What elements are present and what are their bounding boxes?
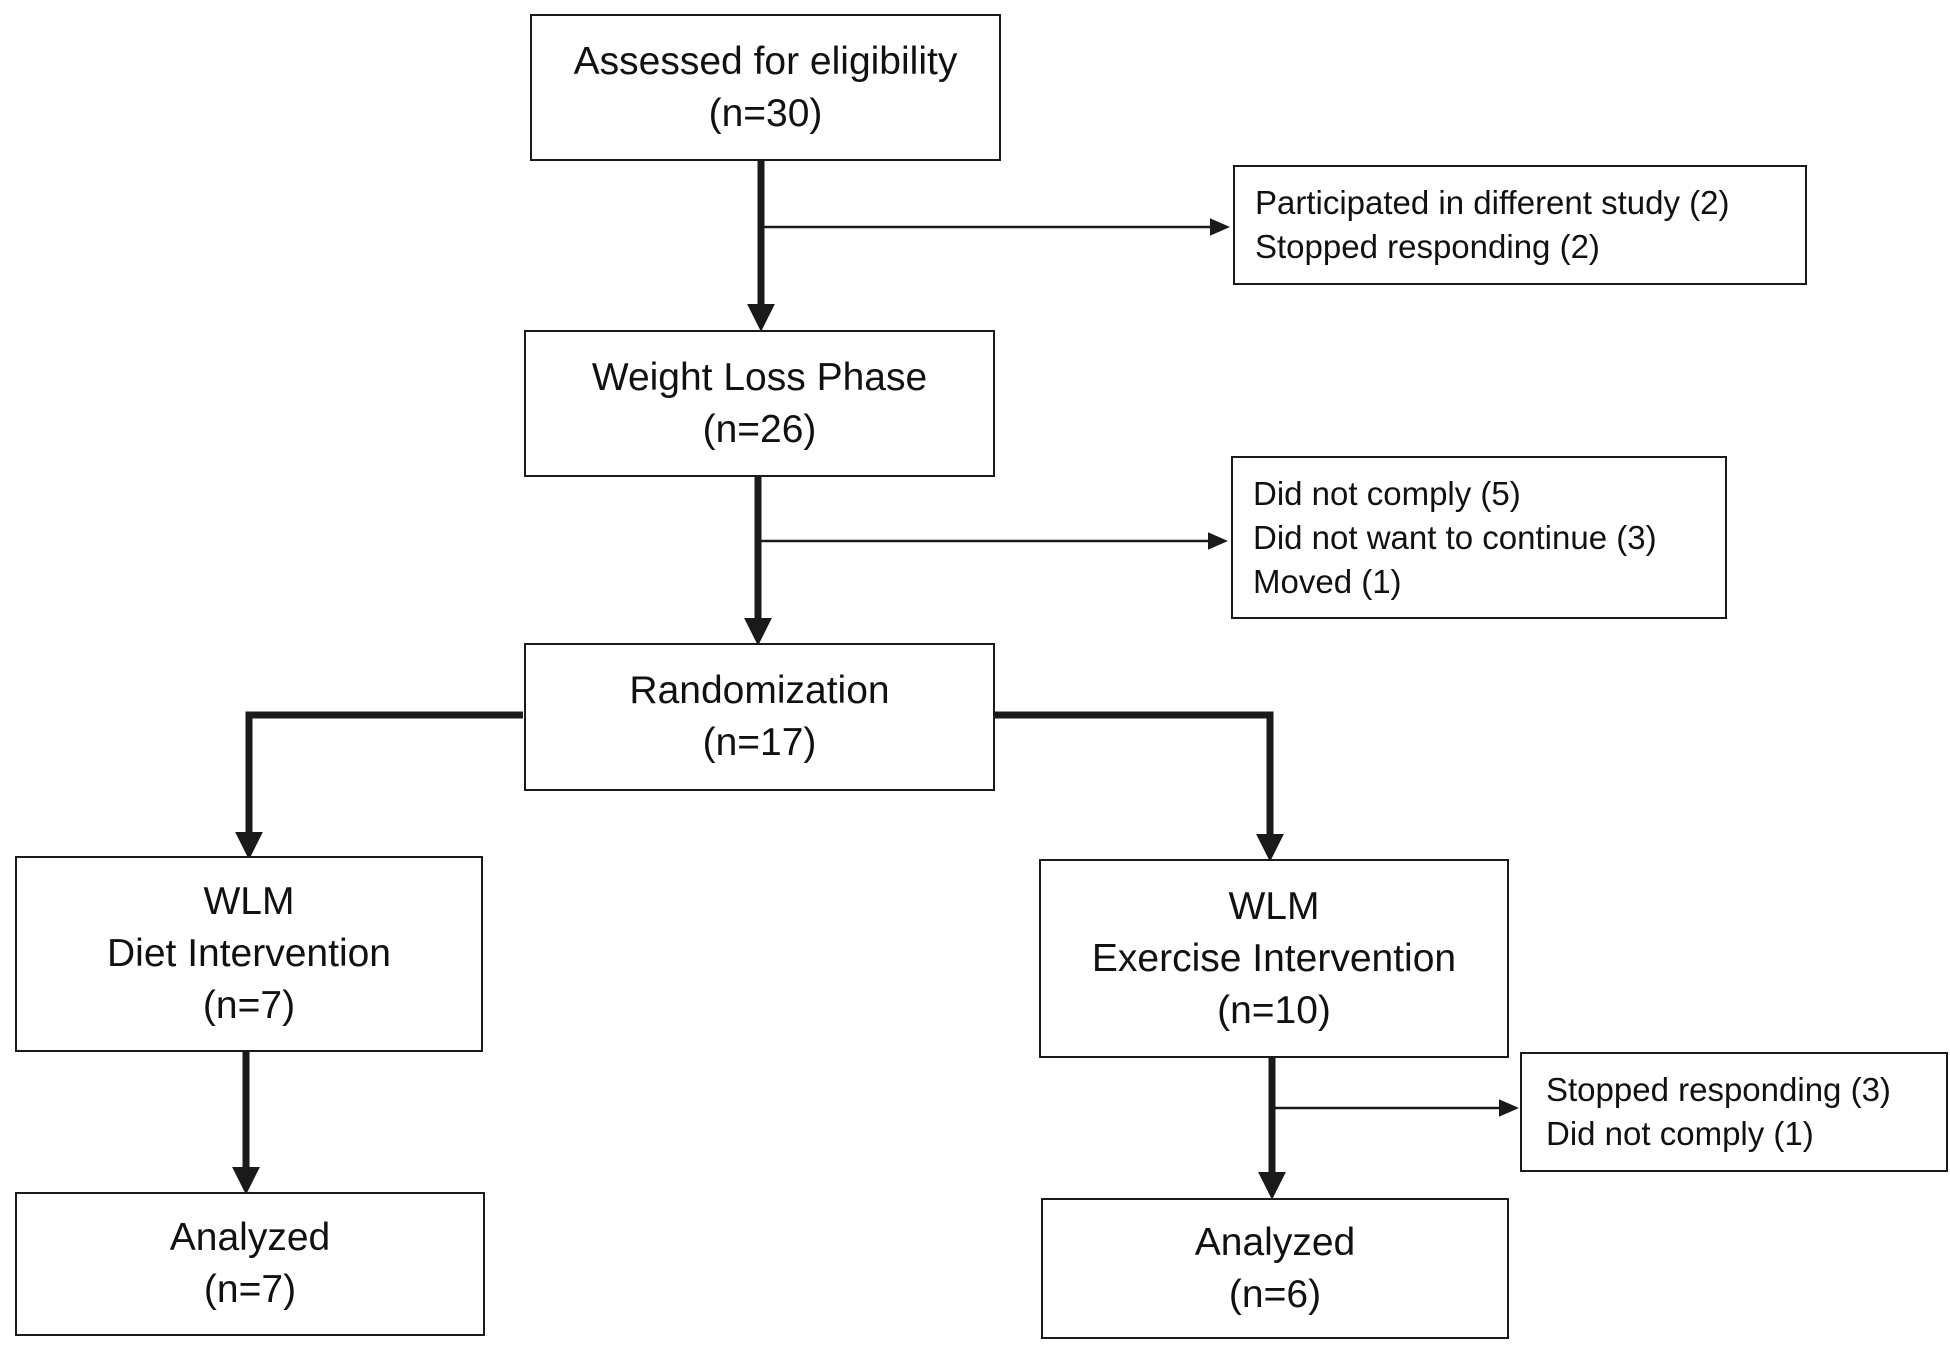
arrow-randomization-to-diet: [235, 711, 523, 860]
diet-group-label: WLM: [203, 880, 295, 923]
randomization-title: Randomization: [629, 669, 890, 712]
exclusion-box-after-weight-loss: Did not comply (5) Did not want to conti…: [1231, 456, 1727, 619]
diet-intervention-title: Diet Intervention: [107, 932, 391, 975]
exercise-intervention-title: Exercise Intervention: [1091, 936, 1457, 980]
analyzed-exercise-box: Analyzed (n=6): [1041, 1198, 1509, 1339]
exercise-intervention-count: (n=10): [1217, 988, 1331, 1032]
exclusion-reason: Stopped responding (2): [1255, 228, 1600, 265]
diet-intervention-count: (n=7): [202, 984, 296, 1027]
weight-loss-box: Weight Loss Phase (n=26): [524, 330, 995, 477]
exclusion-reason: Did not comply (1): [1546, 1115, 1814, 1152]
assessed-title: Assessed for eligibility: [573, 39, 958, 83]
exclusion-reason: Did not want to continue (3): [1253, 518, 1657, 556]
randomization-box: Randomization (n=17): [524, 643, 995, 791]
exclusion-reason: Moved (1): [1253, 562, 1402, 600]
exercise-group-label: WLM: [1228, 884, 1320, 928]
exclusion-box-after-assessment: Participated in different study (2) Stop…: [1233, 165, 1807, 285]
analyzed-exercise-count: (n=6): [1228, 1272, 1322, 1316]
exclusion-reason: Did not comply (5): [1253, 474, 1521, 512]
exclusion-reason: Participated in different study (2): [1255, 184, 1730, 221]
assessed-count: (n=30): [708, 91, 823, 135]
analyzed-exercise-title: Analyzed: [1194, 1220, 1356, 1264]
analyzed-diet-count: (n=7): [203, 1268, 297, 1311]
weight-loss-count: (n=26): [702, 407, 817, 451]
weight-loss-title: Weight Loss Phase: [591, 355, 928, 399]
randomization-count: (n=17): [702, 721, 817, 764]
diet-intervention-box: WLM Diet Intervention (n=7): [15, 856, 483, 1052]
exercise-intervention-box: WLM Exercise Intervention (n=10): [1039, 859, 1509, 1058]
exclusion-box-after-exercise: Stopped responding (3) Did not comply (1…: [1520, 1052, 1948, 1172]
analyzed-diet-title: Analyzed: [169, 1216, 331, 1259]
assessed-box: Assessed for eligibility (n=30): [530, 14, 1001, 161]
arrow-randomization-to-exercise: [993, 711, 1284, 862]
exclusion-reason: Stopped responding (3): [1546, 1071, 1891, 1108]
analyzed-diet-box: Analyzed (n=7): [15, 1192, 485, 1336]
